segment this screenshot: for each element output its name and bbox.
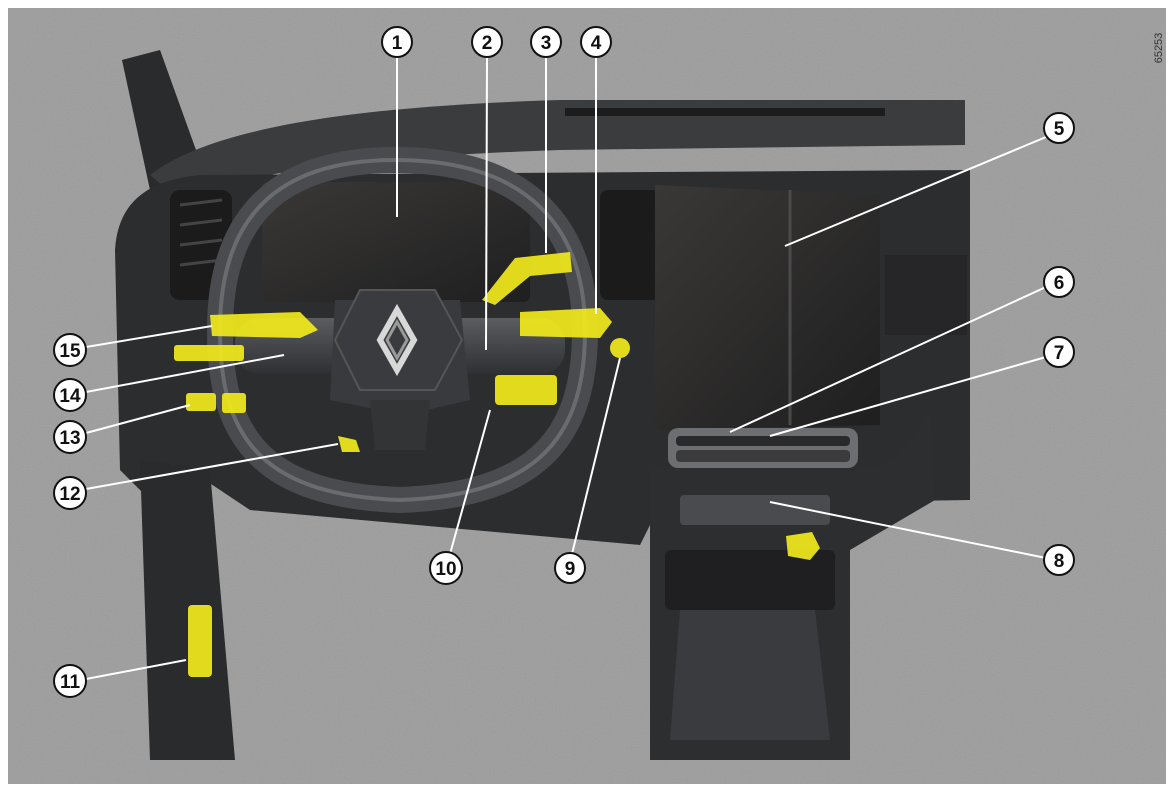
leader-7 <box>769 356 1047 437</box>
brand-logo-icon <box>376 303 418 377</box>
callout-4: 4 <box>580 26 612 58</box>
svg-text:3: 3 <box>541 33 552 54</box>
control-start-button <box>610 338 630 358</box>
svg-text:2: 2 <box>482 33 493 54</box>
console-cupholder-area <box>665 550 835 610</box>
svg-text:14: 14 <box>59 386 81 407</box>
callout-11: 11 <box>53 664 87 698</box>
driver-display <box>262 182 530 302</box>
svg-text:6: 6 <box>1054 273 1065 294</box>
callout-9: 9 <box>554 552 586 584</box>
svg-text:11: 11 <box>60 672 81 693</box>
control-right-satellite <box>495 375 557 405</box>
control-left-button-a <box>186 393 216 411</box>
leader-14 <box>85 354 285 393</box>
right-air-vent <box>885 255 967 335</box>
dashboard-top <box>150 100 965 200</box>
svg-text:1: 1 <box>392 33 403 54</box>
svg-text:4: 4 <box>591 33 602 54</box>
control-left-button-b <box>222 393 246 413</box>
leader-15 <box>85 325 213 348</box>
callout-7: 7 <box>1043 336 1075 368</box>
climate-control-buttons <box>676 436 850 446</box>
leader-13 <box>85 404 191 434</box>
callout-14: 14 <box>53 378 87 412</box>
center-air-vent <box>600 190 660 300</box>
callout-1: 1 <box>381 26 413 58</box>
callout-10: 10 <box>429 551 463 585</box>
control-lighting-switch <box>174 345 244 361</box>
callout-5: 5 <box>1043 112 1075 144</box>
svg-text:8: 8 <box>1054 551 1065 572</box>
a-pillar <box>122 50 196 190</box>
highlighted-controls <box>174 252 820 677</box>
steering-hub <box>333 289 464 391</box>
steering-wheel <box>206 146 599 514</box>
callout-6: 6 <box>1043 266 1075 298</box>
control-door-handle <box>188 605 212 677</box>
leader-9 <box>571 357 621 555</box>
left-lower-panel <box>140 460 235 760</box>
svg-text:15: 15 <box>59 341 81 362</box>
leader-lines <box>85 56 1047 680</box>
control-right-stalk-upper <box>482 252 572 305</box>
leader-5 <box>784 136 1047 247</box>
figure-reference-code: 65253 <box>1146 18 1172 80</box>
callout-8: 8 <box>1043 544 1075 576</box>
console-armrest <box>670 610 830 740</box>
figure-reference-code-text: 65253 <box>1153 32 1165 64</box>
leader-11 <box>85 659 187 680</box>
leader-6 <box>729 286 1047 433</box>
control-right-stalk-wiper <box>520 308 612 338</box>
leader-12 <box>85 443 339 490</box>
control-console-knob <box>786 532 820 560</box>
svg-text:9: 9 <box>565 559 576 580</box>
callout-13: 13 <box>53 420 87 454</box>
svg-text:13: 13 <box>59 428 80 449</box>
leader-2 <box>485 56 488 351</box>
leader-8 <box>769 501 1047 559</box>
control-left-stalk <box>210 312 318 338</box>
callout-12: 12 <box>53 476 87 510</box>
callouts: 1 2 3 4 5 6 7 8 9 10 11 12 13 14 15 <box>53 26 1075 698</box>
svg-text:12: 12 <box>59 484 80 505</box>
callout-2: 2 <box>471 26 503 58</box>
windshield-vent <box>565 108 885 116</box>
control-lower-lever <box>338 436 360 452</box>
leader-10 <box>449 409 491 555</box>
central-touchscreen <box>655 185 880 430</box>
callout-3: 3 <box>530 26 562 58</box>
left-air-vent-slats <box>179 198 223 267</box>
callout-15: 15 <box>53 333 87 367</box>
svg-text:5: 5 <box>1054 119 1065 140</box>
console-storage-tray <box>680 495 830 525</box>
climate-control-lower <box>676 450 850 462</box>
svg-text:7: 7 <box>1054 343 1065 364</box>
svg-text:10: 10 <box>435 559 456 580</box>
